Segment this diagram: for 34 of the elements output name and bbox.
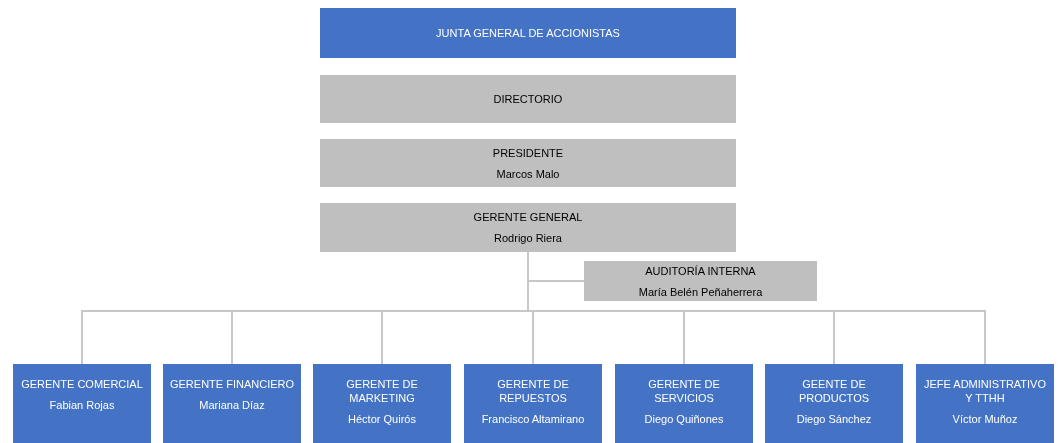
position-title: GERENTE DE REPUESTOS (496, 377, 570, 405)
person-name: Rodrigo Riera (494, 231, 562, 245)
position-box (320, 75, 736, 123)
position-title: GERENTE DE MARKETING (345, 377, 419, 405)
position-title: GERENTE FINANCIERO (169, 377, 295, 391)
position-title: GERENTE DE SERVICIOS (647, 377, 721, 405)
position-title: GEENTE DE PRODUCTOS (797, 377, 871, 405)
person-name: Diego Sánchez (796, 412, 872, 426)
position-box (320, 203, 736, 252)
position-title: GERENTE GENERAL (473, 210, 583, 224)
manager-box (765, 364, 903, 443)
position-box (584, 261, 817, 301)
position-title: PRESIDENTE (492, 145, 564, 160)
position-title: JUNTA GENERAL DE ACCIONISTAS (436, 26, 620, 40)
person-name: Víctor Muñoz (952, 412, 1018, 426)
position-title: GERENTE COMERCIAL (21, 377, 143, 391)
manager-box (313, 364, 451, 443)
manager-box (13, 364, 151, 443)
position-box (320, 139, 736, 187)
manager-box (163, 364, 301, 443)
manager-box (916, 364, 1054, 443)
position-box (320, 8, 736, 58)
position-title: JEFE ADMINISTRATIVO Y TTHH (923, 377, 1047, 405)
position-title: DIRECTORIO (493, 92, 563, 106)
manager-box (464, 364, 602, 443)
person-name: María Belén Peñaherrera (638, 284, 763, 299)
person-name: Francisco Altamirano (481, 412, 585, 426)
person-name: Héctor Quirós (348, 412, 416, 426)
person-name: Marcos Malo (496, 166, 560, 181)
person-name: Diego Quiñones (644, 412, 724, 426)
position-title: AUDITORÍA INTERNA (645, 263, 756, 278)
person-name: Fabian Rojas (49, 398, 115, 412)
person-name: Mariana Díaz (199, 398, 265, 412)
manager-box (615, 364, 753, 443)
